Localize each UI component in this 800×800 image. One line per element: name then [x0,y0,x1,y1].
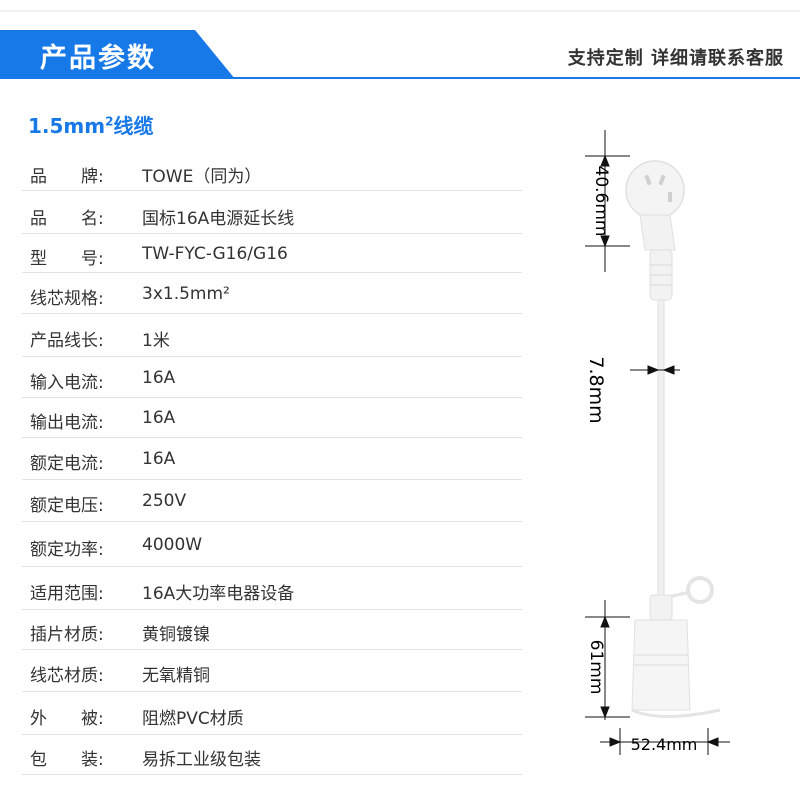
spec-row: 额定电流: 16A [22,440,522,480]
top-divider [0,10,800,12]
spec-key: 线芯材质: [30,666,104,686]
cable-diameter-label: 7.8mm [585,356,607,423]
spec-row: 线芯材质: 无氧精铜 [22,652,522,692]
spec-row: 外 被: 阻燃PVC材质 [22,695,522,735]
socket-height-label: 61mm [586,640,606,695]
spec-value: 1米 [142,331,170,351]
spec-value: 16A大功率电器设备 [142,584,295,604]
spec-row: 品 名: 国标16A电源延长线 [22,196,522,234]
spec-row: 线芯规格: 3x1.5mm² [22,275,522,314]
spec-value: 黄铜镀镍 [142,625,210,645]
spec-value: TW-FYC-G16/G16 [142,244,288,264]
section-title: 产品参数 [40,43,156,74]
spec-key: 型 号: [30,249,104,269]
cable-spec-heading: 1.5mm2线缆 [28,110,153,139]
spec-row: 包 装: 易拆工业级包装 [22,737,522,775]
cable [657,299,665,596]
spec-value: 4000W [142,535,203,555]
spec-value: 16A [142,408,176,428]
spec-value: 国标16A电源延长线 [142,209,295,229]
spec-key: 额定功率: [30,540,104,560]
spec-value: 250V [142,491,187,511]
spec-value: 16A [142,368,176,388]
spec-key: 品 名: [30,209,104,229]
product-diagram: 40.6mm 7.8mm 61mm 52.4mm [585,130,730,755]
spec-value: 阻燃PVC材质 [142,709,244,729]
spec-value: 易拆工业级包装 [142,750,261,770]
spec-row: 适用范围: 16A大功率电器设备 [22,570,522,610]
cable-size: 1.5mm [28,114,106,138]
spec-key: 适用范围: [30,584,104,604]
spec-key: 品 牌: [30,167,104,187]
spec-row: 额定功率: 4000W [22,525,522,567]
socket-width-label: 52.4mm [631,735,698,754]
header-underline [0,77,800,79]
spec-value: 16A [142,449,176,469]
spec-key: 线芯规格: [30,288,104,309]
hanging-ring-icon [686,576,714,604]
spec-key: 额定电流: [30,454,104,474]
spec-row: 输出电流: 16A [22,400,522,438]
spec-row: 品 牌: TOWE（同为） [22,155,522,191]
superscript: 2 [105,114,114,129]
spec-row: 产品线长: 1米 [22,317,522,357]
customization-note: 支持定制 详细请联系客服 [567,48,784,69]
spec-row: 插片材质: 黄铜镀镍 [22,612,522,650]
spec-key: 输入电流: [30,373,104,393]
spec-key: 包 装: [30,750,104,770]
spec-row: 输入电流: 16A [22,360,522,398]
spec-value: 无氧精铜 [142,666,210,686]
plug-height-label: 40.6mm [591,166,611,237]
socket-icon [631,594,721,718]
spec-key: 输出电流: [30,413,104,433]
spec-row: 额定电压: 250V [22,482,522,522]
spec-value: TOWE（同为） [142,167,262,187]
spec-key: 产品线长: [30,331,104,351]
spec-value: 3x1.5mm² [142,283,230,304]
spec-key: 额定电压: [30,496,104,516]
cable-label: 线缆 [113,114,154,138]
spec-row: 型 号: TW-FYC-G16/G16 [22,237,522,273]
plug-icon [625,160,685,301]
header-banner [0,30,235,79]
spec-key: 插片材质: [30,625,104,645]
spec-key: 外 被: [30,709,104,729]
